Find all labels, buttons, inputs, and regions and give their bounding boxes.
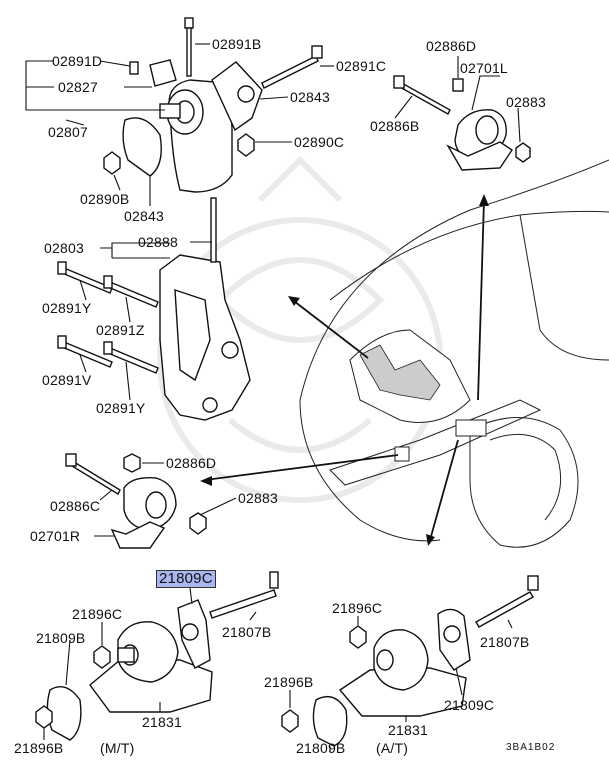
label-02891B: 02891B [212, 36, 262, 52]
label-02843-lower: 02843 [124, 208, 164, 224]
label-21831-at: 21831 [388, 722, 428, 738]
label-02891Y-upper: 02891Y [42, 300, 92, 316]
label-02891V: 02891V [42, 372, 92, 388]
transmission-mount-at [281, 575, 539, 747]
label-21896B-at: 21896B [264, 674, 314, 690]
label-02883-top: 02883 [506, 94, 546, 110]
label-02891Y-lower: 02891Y [96, 400, 146, 416]
label-02803: 02803 [44, 240, 84, 256]
label-02886B: 02886B [370, 118, 420, 134]
label-02891Z: 02891Z [96, 322, 145, 338]
bolt-02891C [261, 45, 323, 89]
label-02890C: 02890C [294, 134, 345, 150]
label-02886D-top: 02886D [426, 38, 477, 54]
leaders-at [289, 616, 513, 752]
label-02890B: 02890B [80, 191, 130, 207]
label-02891C: 02891C [336, 58, 387, 74]
vehicle-outline [299, 159, 609, 548]
label-02827: 02827 [58, 79, 98, 95]
leaders-left-mount [394, 56, 521, 143]
label-21831-mt: 21831 [142, 714, 182, 730]
label-at-variant: (A/T) [376, 740, 409, 756]
bolts-02891Y-Z-V [57, 261, 159, 374]
engine-bracket-02803 [159, 197, 251, 421]
engine-mount-upper-assembly [122, 59, 263, 193]
label-21896C-mt: 21896C [72, 606, 123, 622]
engine-mount-right-02701R [65, 453, 207, 549]
label-21807B-mt: 21807B [222, 624, 272, 640]
nut-02890B [103, 151, 121, 175]
leaders-upper-group [25, 43, 334, 206]
bolt-02891D [129, 61, 139, 75]
leaders-right-mount [94, 462, 237, 537]
nut-02890C [237, 133, 255, 157]
label-02701L: 02701L [460, 60, 508, 76]
label-02843-upper: 02843 [290, 89, 330, 105]
label-02886C: 02886C [50, 498, 101, 514]
diagram-code: 3BA1B02 [506, 742, 556, 753]
label-21809B-at: 21809B [296, 740, 346, 756]
label-21896B-mt: 21896B [14, 740, 64, 756]
label-21809B-mt: 21809B [36, 630, 86, 646]
leaders-mt [43, 587, 257, 740]
label-21809C-at: 21809C [444, 697, 495, 713]
label-02891D: 02891D [52, 53, 103, 69]
label-21807B-at: 21807B [480, 634, 530, 650]
bolt-02891B [184, 17, 194, 77]
label-mt-variant: (M/T) [100, 740, 135, 756]
transmission-mount-mt [35, 571, 279, 741]
engine-mount-left-02701L [393, 75, 531, 171]
label-02883-mid: 02883 [238, 490, 278, 506]
label-21896C-at: 21896C [332, 600, 383, 616]
label-02701R: 02701R [30, 528, 81, 544]
label-21809C-highlighted[interactable]: 21809C [156, 570, 216, 588]
callout-arrows [200, 194, 489, 546]
leaders-bracket [79, 241, 212, 401]
label-02888: 02888 [138, 234, 178, 250]
label-02807: 02807 [48, 124, 88, 140]
label-02886D-mid: 02886D [166, 455, 217, 471]
